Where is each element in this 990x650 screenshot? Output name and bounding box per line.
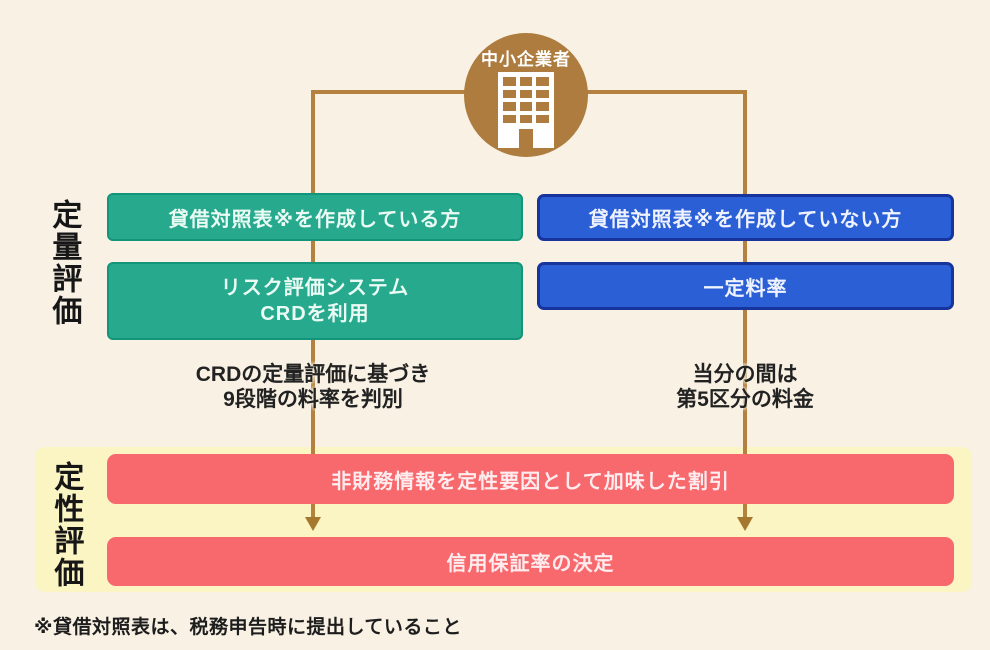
label-qualitative-evaluation: 定性評価 xyxy=(49,461,83,589)
box-fixed-rate: 一定料率 xyxy=(537,262,954,310)
box-qualitative-discount: 非財務情報を定性要因として加味した割引 xyxy=(107,454,954,504)
note-interim-category5-line1: 当分の間は xyxy=(692,363,798,386)
building-icon xyxy=(498,72,554,148)
box-balance-sheet-yes-label: 貸借対照表※を作成している方 xyxy=(168,208,462,231)
building-base xyxy=(503,123,549,148)
note-interim-category5-line2: 第5区分の料金 xyxy=(676,388,814,411)
building-windows xyxy=(503,77,549,123)
building-window xyxy=(519,114,533,123)
box-risk-system-crd: リスク評価システム CRDを利用 xyxy=(107,262,523,340)
box-fixed-rate-label: 一定料率 xyxy=(703,277,788,300)
building-window xyxy=(519,89,533,98)
building-window xyxy=(536,89,549,98)
building-window xyxy=(536,102,549,111)
note-crd-quantitative-line1: CRDの定量評価に基づき xyxy=(195,363,431,386)
building-window xyxy=(503,102,516,111)
building-window xyxy=(503,77,516,86)
sme-circle-label: 中小企業者 xyxy=(481,50,571,69)
box-qualitative-discount-label: 非財務情報を定性要因として加味した割引 xyxy=(331,470,730,493)
building-window xyxy=(519,77,533,86)
building-window xyxy=(503,89,516,98)
building-window xyxy=(519,102,533,111)
label-quantitative-evaluation: 定量評価 xyxy=(47,199,81,327)
box-balance-sheet-yes: 貸借対照表※を作成している方 xyxy=(107,193,523,241)
box-risk-system-crd-line2: CRDを利用 xyxy=(260,303,370,325)
box-guarantee-rate-decision: 信用保証率の決定 xyxy=(107,537,954,586)
box-risk-system-crd-text: リスク評価システム CRDを利用 xyxy=(221,275,409,327)
building-window xyxy=(536,77,549,86)
arrow-down-left-icon xyxy=(305,517,321,531)
building-window xyxy=(503,114,516,123)
arrow-down-right-icon xyxy=(737,517,753,531)
footnote: ※貸借対照表は、税務申告時に提出していること xyxy=(34,617,462,638)
note-crd-quantitative: CRDの定量評価に基づき 9段階の料率を判別 xyxy=(118,362,508,412)
box-risk-system-crd-line1: リスク評価システム xyxy=(220,277,410,299)
note-interim-category5: 当分の間は 第5区分の料金 xyxy=(550,362,940,412)
box-balance-sheet-no: 貸借対照表※を作成していない方 xyxy=(537,194,954,241)
building-window xyxy=(536,114,549,123)
box-guarantee-rate-decision-label: 信用保証率の決定 xyxy=(446,553,615,575)
box-balance-sheet-no-label: 貸借対照表※を作成していない方 xyxy=(588,209,903,231)
sme-circle: 中小企業者 xyxy=(464,33,588,157)
note-crd-quantitative-line2: 9段階の料率を判別 xyxy=(223,388,403,411)
building-door xyxy=(519,129,533,148)
